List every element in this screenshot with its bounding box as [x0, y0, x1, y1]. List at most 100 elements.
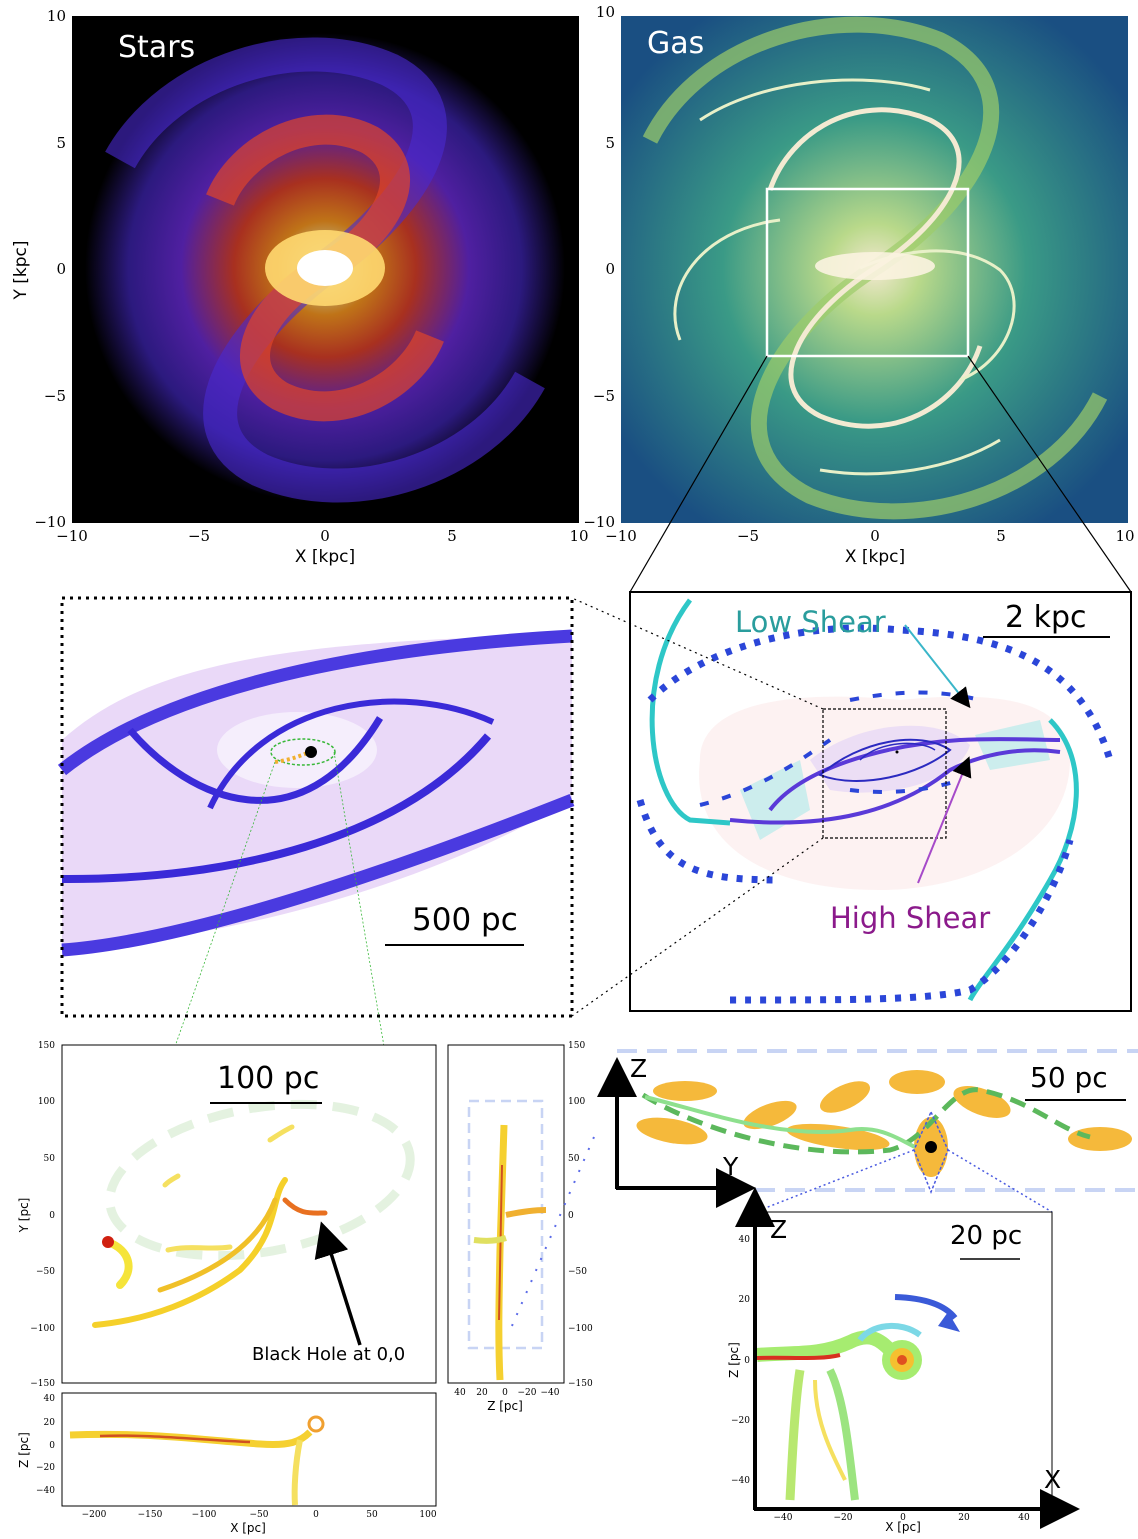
xz-y-tick: −20 — [36, 1463, 55, 1473]
xz-y-ticks: 40 20 0 −20 −40 — [36, 1394, 55, 1496]
xz-x-tick: 50 — [366, 1510, 378, 1520]
xz-x-tick: −100 — [192, 1510, 217, 1520]
xz-y-tick: −40 — [36, 1486, 55, 1496]
xz-y-tick: 0 — [49, 1441, 55, 1451]
gas-x-tick: 5 — [996, 527, 1006, 545]
stars-y-tick: 10 — [47, 7, 66, 25]
stars-y-tick: 0 — [56, 260, 66, 278]
axis-z-label-20pc: Z — [770, 1215, 787, 1244]
stars-disk — [85, 33, 565, 503]
stars-x-tick: 5 — [447, 527, 457, 545]
xy-y-tick: 0 — [49, 1211, 55, 1221]
stars-y-ticks: 10 5 0 −5 −10 — [34, 7, 66, 531]
gas-x-tick: −5 — [737, 527, 759, 545]
scale-500pc-label: 500 pc — [412, 902, 518, 938]
zy-x-label: Z [pc] — [487, 1399, 523, 1413]
zoom-connector — [629, 355, 768, 593]
stars-y-tick: −10 — [34, 513, 66, 531]
xy-pc-panel: Black Hole at 0,0 100 pc 150 100 50 0 −5… — [17, 1041, 437, 1389]
schematic-2kpc-panel: Low Shear High Shear 2 kpc — [629, 591, 1132, 1012]
xz-x-tick: −150 — [138, 1510, 163, 1520]
gas-y-tick: −10 — [583, 513, 615, 531]
stars-title: Stars — [118, 30, 195, 65]
zoom20-y-tick: 40 — [739, 1235, 751, 1245]
black-hole-annotation: Black Hole at 0,0 — [252, 1344, 405, 1365]
zoom20-y-ticks: 40 20 0 −20 −40 — [731, 1235, 750, 1486]
axis-x-label-20pc: X — [1044, 1465, 1061, 1494]
xy-y-label: Y [pc] — [17, 1198, 31, 1234]
zy-x-tick: −40 — [541, 1388, 560, 1398]
gas-y-tick: 0 — [605, 260, 615, 278]
xz-y-tick: 20 — [44, 1418, 56, 1428]
zy-y-tick: 50 — [568, 1154, 580, 1164]
inner-zoom-box — [822, 708, 947, 839]
low-shear-label: Low Shear — [735, 605, 886, 639]
zy-y-tick: −100 — [568, 1324, 593, 1334]
axis-y-label-50pc: Y — [722, 1152, 739, 1181]
schematic-500pc-panel: 500 pc — [57, 596, 575, 1241]
zoom20-x-tick: 0 — [900, 1513, 906, 1523]
zy-x-tick: 40 — [454, 1388, 466, 1398]
zy-y-tick: 150 — [568, 1041, 585, 1051]
zoom20-x-tick: −20 — [834, 1513, 853, 1523]
xz-y-label: Z [pc] — [17, 1432, 31, 1468]
xz-y-tick: 40 — [44, 1394, 56, 1404]
xz-x-tick: 0 — [313, 1510, 319, 1520]
scale-20pc-label: 20 pc — [950, 1221, 1022, 1251]
zoom-20pc-panel: Z X 20 pc −40 −20 0 20 40 40 20 0 −20 −4… — [727, 1187, 1080, 1534]
zoom20-y-tick: −40 — [731, 1476, 750, 1486]
stars-x-ticks: −10 −5 0 5 10 — [56, 527, 588, 545]
stars-panel: Stars −10 −5 0 5 10 10 5 0 −5 −10 X [kpc… — [11, 7, 589, 567]
xy-y-tick: −150 — [30, 1379, 55, 1389]
zy-y-tick: −150 — [568, 1379, 593, 1389]
xy-y-tick: 50 — [44, 1154, 56, 1164]
stars-y-label: Y [kpc] — [11, 240, 31, 300]
zoom20-x-ticks: −40 −20 0 20 40 — [774, 1513, 1030, 1523]
zoom-connector — [967, 355, 1132, 593]
xy-y-tick: −50 — [36, 1267, 55, 1277]
xy-y-ticks: 150 100 50 0 −50 −100 −150 — [30, 1041, 55, 1389]
zy-x-tick: −20 — [518, 1388, 537, 1398]
zoom20-y-tick: 0 — [744, 1356, 750, 1366]
xz-x-tick: −50 — [250, 1510, 269, 1520]
schematic-50pc-panel: Z Y 50 pc — [597, 1049, 1138, 1213]
high-shear-label: High Shear — [830, 901, 990, 935]
gas-y-ticks: 10 5 0 −5 −10 — [583, 3, 615, 531]
zoom20-x-label: X [pc] — [885, 1520, 921, 1534]
xz-x-ticks: −200 −150 −100 −50 0 50 100 — [82, 1510, 437, 1520]
gas-y-tick: −5 — [593, 387, 615, 405]
gas-x-tick: 10 — [1115, 527, 1134, 545]
zoom-connector — [571, 597, 824, 710]
xz-x-label: X [pc] — [230, 1521, 266, 1535]
stars-x-tick: 10 — [569, 527, 588, 545]
gas-y-tick: 5 — [605, 134, 615, 152]
zoom20-y-label: Z [pc] — [727, 1342, 741, 1378]
gas-x-label: X [kpc] — [845, 547, 905, 567]
gas-x-tick: 0 — [870, 527, 880, 545]
stars-x-label: X [kpc] — [295, 547, 355, 567]
zy-y-tick: 0 — [568, 1211, 574, 1221]
zoom20-y-tick: 20 — [739, 1295, 751, 1305]
zoom20-y-tick: −20 — [731, 1416, 750, 1426]
zoom20-x-tick: 20 — [958, 1513, 970, 1523]
gas-zoom-box — [765, 187, 970, 358]
gas-y-tick: 10 — [596, 3, 615, 21]
stars-y-tick: −5 — [44, 387, 66, 405]
zy-x-ticks: 40 20 0 −20 −40 — [454, 1388, 559, 1398]
stars-y-tick: 5 — [56, 134, 66, 152]
zy-y-tick: 100 — [568, 1097, 585, 1107]
gas-spiral-arms — [642, 16, 1108, 520]
xy-y-tick: 100 — [38, 1097, 55, 1107]
axis-z-label-50pc: Z — [630, 1054, 647, 1083]
gas-x-tick: −10 — [605, 527, 637, 545]
scale-2kpc-label: 2 kpc — [1005, 600, 1087, 635]
zy-y-tick: −50 — [568, 1267, 587, 1277]
zy-x-tick: 0 — [502, 1388, 508, 1398]
gas-x-ticks: −10 −5 0 5 10 — [605, 527, 1134, 545]
stars-x-tick: −10 — [56, 527, 88, 545]
xz-pc-panel: 40 20 0 −20 −40 −200 −150 −100 −50 0 50 … — [17, 1392, 437, 1535]
stars-x-tick: −5 — [188, 527, 210, 545]
scale-100pc-label: 100 pc — [217, 1061, 319, 1096]
stars-x-tick: 0 — [320, 527, 330, 545]
